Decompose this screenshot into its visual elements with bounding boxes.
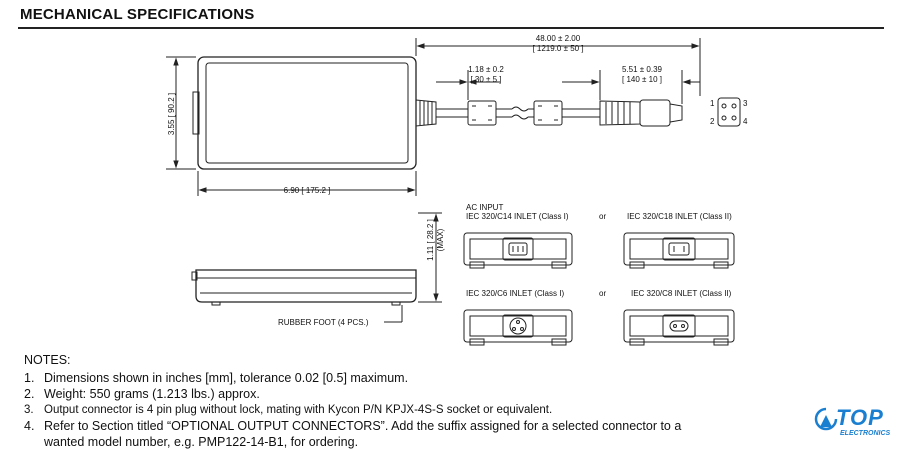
inlet-c14-label: IEC 320/C14 INLET (Class I) — [466, 212, 569, 221]
note-3-num: 3. — [24, 404, 34, 416]
dim-ferrite-mm: [ 30 ± 5 ] — [470, 75, 501, 84]
inlet-c14 — [463, 232, 573, 269]
top-electronics-logo: TOP ELECTRONICS — [812, 405, 892, 443]
note-2-num: 2. — [24, 387, 35, 401]
notes-section: NOTES: 1. Dimensions shown in inches [mm… — [24, 352, 681, 450]
dim-ferrite-label: 1.18 ± 0.2 — [468, 65, 504, 74]
pin-diagram — [717, 97, 741, 127]
logo-mark-icon — [814, 407, 838, 431]
dim-width — [197, 171, 417, 196]
or-label-1: or — [599, 212, 606, 221]
dim-thickness-label: 1.11 [ 28.2 ] — [426, 219, 435, 261]
dim-ferrite — [436, 70, 500, 100]
note-2-text: Weight: 550 grams (1.213 lbs.) approx. — [44, 387, 260, 401]
dc-cable — [436, 99, 683, 127]
dim-connector — [562, 70, 700, 104]
inlet-c18 — [623, 232, 735, 269]
inlet-c18-label: IEC 320/C18 INLET (Class II) — [627, 212, 732, 221]
mechanical-drawing: 48.00 ± 2.00 [ 1219.0 ± 50 ] 1.18 ± 0.2 … — [166, 34, 748, 346]
pin-4-label: 4 — [743, 117, 748, 126]
dim-height — [166, 56, 196, 170]
dim-connector-mm: [ 140 ± 10 ] — [622, 75, 662, 84]
psu-side-view — [191, 269, 417, 323]
logo-sub: ELECTRONICS — [840, 430, 891, 437]
note-1: 1. Dimensions shown in inches [mm], tole… — [24, 370, 681, 386]
dim-height-label: 3.55 [ 90.2 ] — [167, 93, 176, 135]
pin-2-label: 2 — [710, 117, 715, 126]
note-1-num: 1. — [24, 371, 35, 385]
note-1-text: Dimensions shown in inches [mm], toleran… — [44, 371, 409, 385]
notes-header: NOTES: — [24, 353, 71, 367]
dim-overall-length-label: 48.00 ± 2.00 — [536, 34, 581, 43]
dim-overall-length — [415, 38, 701, 96]
dim-connector-label: 5.51 ± 0.39 — [622, 65, 663, 74]
rubber-foot-label: RUBBER FOOT (4 PCS.) — [278, 318, 369, 327]
inlet-c6 — [463, 309, 573, 346]
psu-top-view — [192, 56, 437, 170]
or-label-2: or — [599, 289, 606, 298]
page-title: MECHANICAL SPECIFICATIONS — [20, 6, 255, 23]
pin-1-label: 1 — [710, 99, 715, 108]
note-3: 3. Output connector is 4 pin plug withou… — [24, 402, 681, 418]
inlet-c8-label: IEC 320/C8 INLET (Class II) — [631, 289, 732, 298]
inlet-c6-label: IEC 320/C6 INLET (Class I) — [466, 289, 564, 298]
logo-brand: TOP — [836, 405, 884, 430]
note-2: 2. Weight: 550 grams (1.213 lbs.) approx… — [24, 386, 681, 402]
dim-overall-length-mm: [ 1219.0 ± 50 ] — [532, 44, 583, 53]
title-rule — [18, 27, 884, 29]
note-4-num: 4. — [24, 419, 35, 433]
pin-3-label: 3 — [743, 99, 748, 108]
dim-thickness — [418, 212, 442, 303]
note-4-continued: wanted model number, e.g. PMP122-14-B1, … — [44, 435, 359, 449]
dim-thickness-max: (MAX) — [436, 228, 445, 251]
ac-input-header: AC INPUT — [466, 203, 503, 212]
inlet-c8 — [623, 309, 735, 346]
note-4: 4. Refer to Section titled “OPTIONAL OUT… — [24, 418, 681, 434]
dim-width-label: 6.90 [ 175.2 ] — [284, 186, 331, 195]
note-4-text: Refer to Section titled “OPTIONAL OUTPUT… — [44, 419, 682, 433]
note-3-text: Output connector is 4 pin plug without l… — [44, 404, 553, 416]
